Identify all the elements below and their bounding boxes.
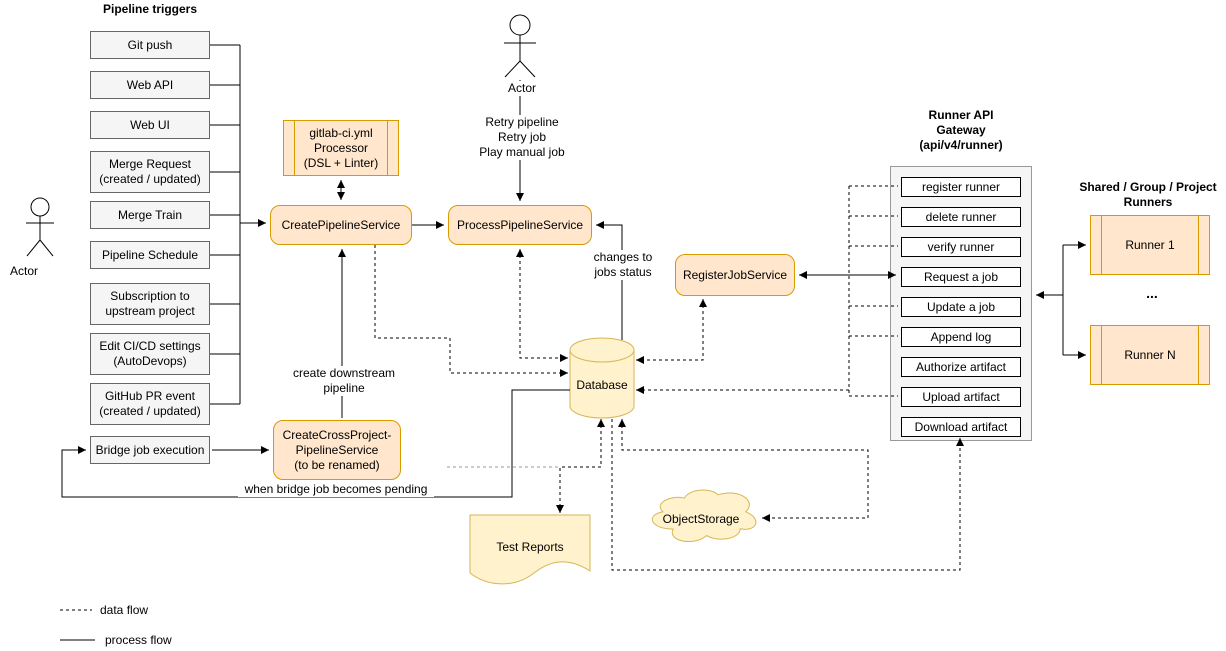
endpoint-update-a-job: Update a job <box>901 297 1021 317</box>
trigger-web-api: Web API <box>90 71 210 99</box>
changes-jobs-status-label: changes to jobs status <box>586 250 660 280</box>
endpoint-request-a-job: Request a job <box>901 267 1021 287</box>
runner-api-gateway-container: register runner delete runner verify run… <box>890 166 1032 441</box>
endpoint-upload-artifact: Upload artifact <box>901 387 1021 407</box>
endpoint-append-log: Append log <box>901 327 1021 347</box>
top-actor-label: Actor <box>495 81 549 96</box>
trigger-git-push: Git push <box>90 31 210 59</box>
trigger-pipeline-schedule: Pipeline Schedule <box>90 241 210 269</box>
runner-api-gateway-title: Runner API Gateway (api/v4/runner) <box>919 108 1003 152</box>
trigger-github-pr: GitHub PR event (created / updated) <box>90 383 210 425</box>
runners-ellipsis: ... <box>1146 285 1158 301</box>
runners-title: Shared / Group / Project Runners <box>1079 180 1217 209</box>
process-pipeline-service: ProcessPipelineService <box>448 205 592 245</box>
pipeline-triggers-title: Pipeline triggers <box>102 2 198 16</box>
trigger-merge-train: Merge Train <box>90 201 210 229</box>
left-actor-label: Actor <box>9 264 38 278</box>
create-pipeline-service: CreatePipelineService <box>270 205 412 245</box>
top-actor-icon <box>504 14 536 78</box>
gitlab-ci-yml-processor: gitlab-ci.yml Processor (DSL + Linter) <box>283 120 399 176</box>
object-storage-label: ObjectStorage <box>662 512 740 526</box>
register-job-service: RegisterJobService <box>675 254 795 296</box>
trigger-edit-cicd: Edit CI/CD settings (AutoDevops) <box>90 333 210 375</box>
left-actor-icon <box>26 197 54 257</box>
trigger-subscription: Subscription to upstream project <box>90 283 210 325</box>
legend-data-flow-label: data flow <box>100 603 149 617</box>
test-reports-label: Test Reports <box>496 540 564 554</box>
create-downstream-pipeline-label: create downstream pipeline <box>282 366 406 396</box>
endpoint-delete-runner: delete runner <box>901 207 1021 227</box>
database-label: Database <box>576 378 628 392</box>
trigger-merge-request: Merge Request (created / updated) <box>90 151 210 193</box>
retry-actions-label: Retry pipeline Retry job Play manual job <box>465 115 579 160</box>
legend-process-flow-label: process flow <box>105 633 172 647</box>
when-bridge-pending-label: when bridge job becomes pending <box>238 482 434 497</box>
runner-n: Runner N <box>1090 325 1210 385</box>
trigger-web-ui: Web UI <box>90 111 210 139</box>
endpoint-download-artifact: Download artifact <box>901 417 1021 437</box>
runner-1: Runner 1 <box>1090 215 1210 275</box>
endpoint-verify-runner: verify runner <box>901 237 1021 257</box>
endpoint-authorize-artifact: Authorize artifact <box>901 357 1021 377</box>
trigger-bridge-job: Bridge job execution <box>90 436 210 464</box>
endpoint-register-runner: register runner <box>901 177 1021 197</box>
create-cross-project-pipeline-service: CreateCrossProject- PipelineService (to … <box>273 420 401 480</box>
